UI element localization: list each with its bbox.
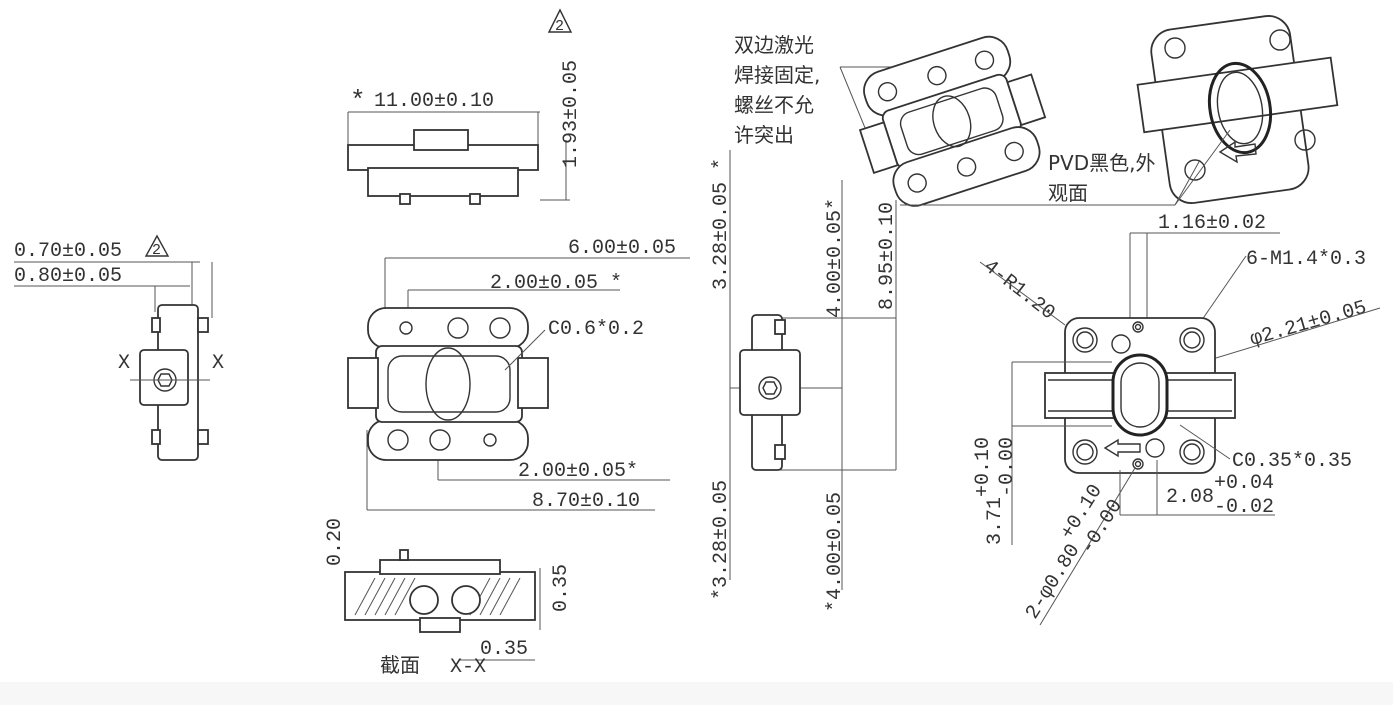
dim-2.00-top: 2.00±0.05 * (490, 272, 622, 295)
isometric-view-bottom (858, 35, 1047, 207)
width-2.08: 2.08 (1166, 486, 1214, 509)
isometric-view-top (1136, 15, 1339, 204)
dim-4.00-bottom: *4.00±0.05 (824, 492, 847, 612)
pin-diameter-0.80: 2-φ0.80 (1021, 540, 1085, 623)
right-view: 1.16±0.02 6-M1.4*0.3 4-R1.20 φ2.21±0.05 … (972, 212, 1381, 626)
side-view: 3.28±0.05 * *3.28±0.05 4.00±0.05* *4.00±… (710, 150, 899, 612)
width-upper-tolerance: +0.04 (1214, 472, 1274, 495)
section-view: 0.20 0.35 0.35 截面 X-X (324, 518, 573, 679)
front-view: 6.00±0.05 2.00±0.05 * 8.70±0.10 2.00±0.0… (347, 237, 690, 513)
finish-note-line: PVD黑色,外 (1048, 151, 1156, 175)
revision-triangle-icon (144, 234, 170, 257)
section-mark-right: X (212, 352, 224, 375)
dim-3.28-bottom: *3.28±0.05 (710, 480, 733, 600)
height-upper-tolerance: +0.10 (972, 437, 995, 497)
weld-note: 双边激光 焊接固定, 螺丝不允 许突出 (734, 33, 1010, 147)
weld-note-line: 双边激光 (734, 33, 814, 57)
diameter-2.21: φ2.21±0.05 (1248, 297, 1370, 352)
revision-triangle-icon (547, 8, 573, 33)
section-mark-left: X (118, 352, 130, 375)
weld-note-line: 螺丝不允 (734, 93, 814, 117)
chamfer-C0.35: C0.35*0.35 (1232, 450, 1352, 473)
dim-0.20: 0.20 (324, 518, 347, 566)
weld-note-line: 焊接固定, (734, 63, 820, 87)
top-view: * 11.00±0.10 1.93±0.05 2 (347, 8, 583, 205)
critical-star: * (350, 86, 366, 116)
width-lower-tolerance: -0.02 (1214, 496, 1274, 519)
page-footer-band (0, 682, 1393, 705)
revision-number: 2 (555, 18, 564, 35)
revision-number: 2 (152, 242, 161, 259)
dim-0.80: 0.80±0.05 (14, 265, 122, 288)
dim-0.70: 0.70±0.05 (14, 240, 122, 263)
chamfer-C0.6: C0.6*0.2 (548, 318, 644, 341)
dim-2.00-bottom: 2.00±0.05* (518, 460, 638, 483)
weld-note-line: 许突出 (734, 123, 794, 147)
dim-1.93: 1.93±0.05 (560, 60, 583, 168)
section-caption-mark: X-X (450, 656, 486, 679)
dim-4.00-top: 4.00±0.05* (824, 198, 847, 318)
finish-note-line: 观面 (1048, 181, 1088, 205)
section-caption: 截面 (380, 653, 420, 677)
finish-note: PVD黑色,外 观面 (900, 129, 1231, 206)
left-view: 0.70±0.05 2 0.80±0.05 X X (14, 234, 224, 461)
dim-3.28-top: 3.28±0.05 * (710, 158, 733, 290)
dim-0.35-vertical: 0.35 (550, 564, 573, 612)
thread-6-M1.4: 6-M1.4*0.3 (1246, 248, 1366, 271)
height-lower-tolerance: -0.00 (996, 437, 1019, 497)
dim-0.35-horizontal: 0.35 (480, 638, 528, 661)
dim-11.00: 11.00±0.10 (374, 90, 494, 113)
dim-1.16: 1.16±0.02 (1158, 212, 1266, 235)
dim-6.00: 6.00±0.05 (568, 237, 676, 260)
dim-8.95: 8.95±0.10 (876, 202, 899, 310)
dim-8.70: 8.70±0.10 (532, 490, 640, 513)
height-3.71: 3.71 (984, 497, 1007, 545)
direction-arrow-icon (1103, 438, 1141, 458)
